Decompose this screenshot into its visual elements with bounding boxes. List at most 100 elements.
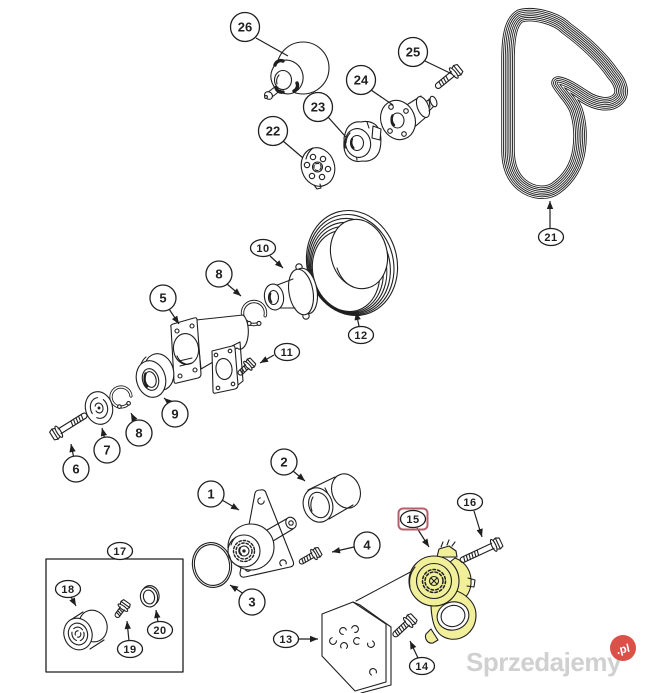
callout-number: 4 [363, 538, 371, 553]
callout-number: 23 [311, 100, 325, 115]
part-15-tensioner-drawing [408, 539, 477, 644]
callout-arrowhead [260, 356, 269, 363]
callout-bubble [408, 656, 436, 676]
callout-number: 6 [72, 462, 79, 477]
callout-16: 16 [456, 492, 484, 538]
callout-arrowhead [546, 201, 554, 209]
callout-bubble [347, 325, 375, 345]
callout-21: 21 [537, 201, 565, 247]
part-20-seal-drawing [139, 585, 160, 608]
watermark-pl-text: .pl [615, 643, 631, 658]
callout-18: 18 [54, 579, 82, 607]
part-4-bolt-drawing [298, 546, 323, 565]
callout-bubble [249, 238, 277, 258]
callout-bubble [205, 260, 233, 288]
part-1-water-pump-drawing [227, 489, 297, 578]
part-8-upper-snap-ring-drawing [240, 299, 268, 327]
part-3-o-ring-drawing [191, 542, 233, 588]
callout-15: 15 [397, 507, 430, 548]
part-21-belt-drawing [501, 8, 628, 199]
callout-arrowhead [296, 473, 305, 481]
part-10-hub-drawing [263, 263, 319, 320]
callout-number: 20 [153, 625, 166, 637]
callout-number: 10 [256, 243, 269, 255]
callout-bubble [116, 639, 144, 659]
callout-arrowhead [310, 635, 318, 643]
callout-arrowhead [232, 288, 241, 296]
callout-25: 25 [397, 36, 453, 75]
callout-number: 24 [354, 73, 369, 88]
callout-number: 11 [281, 347, 294, 359]
callout-number: 25 [406, 45, 420, 60]
callout-arrowhead [124, 621, 131, 630]
callout-number: 1 [207, 487, 214, 502]
callout-12: 12 [347, 311, 375, 345]
callout-number: 7 [103, 443, 110, 458]
callout-number: 2 [280, 455, 287, 470]
callout-arrowhead [154, 610, 161, 619]
part-23-coupling-drawing [343, 120, 382, 162]
highlight-box [397, 507, 429, 531]
callout-5: 5 [149, 284, 180, 325]
callout-4: 4 [331, 531, 381, 559]
callout-number: 8 [215, 267, 222, 282]
callout-11: 11 [259, 342, 301, 364]
callout-leader-line [370, 89, 394, 106]
belt-rib-stroke [507, 14, 622, 193]
callout-number: 21 [544, 232, 557, 244]
part-19-bolt-drawing [114, 599, 131, 618]
part-7-cap-drawing [84, 391, 114, 425]
callout-bubble [345, 64, 377, 96]
callout-arrowhead [476, 528, 483, 537]
callout-bubble [238, 588, 266, 616]
callout-arrowhead [332, 547, 341, 554]
part-18-roller-drawing [63, 609, 108, 651]
callout-bubble [397, 36, 429, 68]
callout-bubble [106, 541, 134, 561]
part-24-hub-drawing [379, 95, 438, 141]
callout-arrowhead [164, 398, 173, 406]
callout-3: 3 [229, 584, 266, 616]
callout-7: 7 [93, 427, 121, 464]
callout-bubble [146, 620, 174, 640]
callout-bubble [257, 115, 289, 147]
part-12-pulley-drawing [305, 209, 399, 317]
callout-arrowhead [422, 538, 429, 547]
callout-arrowhead [131, 413, 138, 422]
callout-layer: 2625242322211210851198761234171819201314… [54, 11, 565, 676]
callout-bubble [54, 579, 82, 599]
callout-arrowhead [230, 585, 239, 593]
parts-artwork [45, 8, 628, 693]
callout-number: 9 [171, 407, 178, 422]
callout-bubble [270, 448, 298, 476]
part-6-bolt-drawing [49, 412, 88, 441]
part-13-plate-drawing [321, 601, 392, 693]
part-14-bolt-drawing [392, 613, 418, 638]
part-2-drum-drawing [302, 473, 362, 523]
callout-22: 22 [257, 115, 304, 159]
part-9-bearing-drawing [135, 353, 175, 398]
callout-20: 20 [146, 609, 174, 640]
callout-24: 24 [345, 64, 394, 106]
callout-bubble [537, 227, 565, 247]
part-22-disc-drawing [300, 147, 336, 190]
callout-arrowhead [69, 597, 76, 606]
callout-number: 12 [354, 330, 367, 342]
callout-number: 22 [266, 124, 280, 139]
callout-bubble [62, 455, 90, 483]
callout-8: 8 [205, 260, 242, 297]
part-25-bolt-drawing [434, 63, 464, 89]
callout-23: 23 [302, 91, 346, 137]
callout-number: 19 [123, 644, 136, 656]
callout-number: 17 [113, 546, 126, 558]
callout-arrowhead [410, 641, 417, 650]
callout-number: 18 [61, 584, 74, 596]
callout-bubble [353, 531, 381, 559]
watermark: Sprzedajemy .pl [466, 635, 636, 677]
callout-number: 26 [238, 20, 252, 35]
callout-number: 3 [248, 595, 255, 610]
callout-leader-line [282, 140, 304, 159]
callout-arrowhead [354, 312, 361, 321]
